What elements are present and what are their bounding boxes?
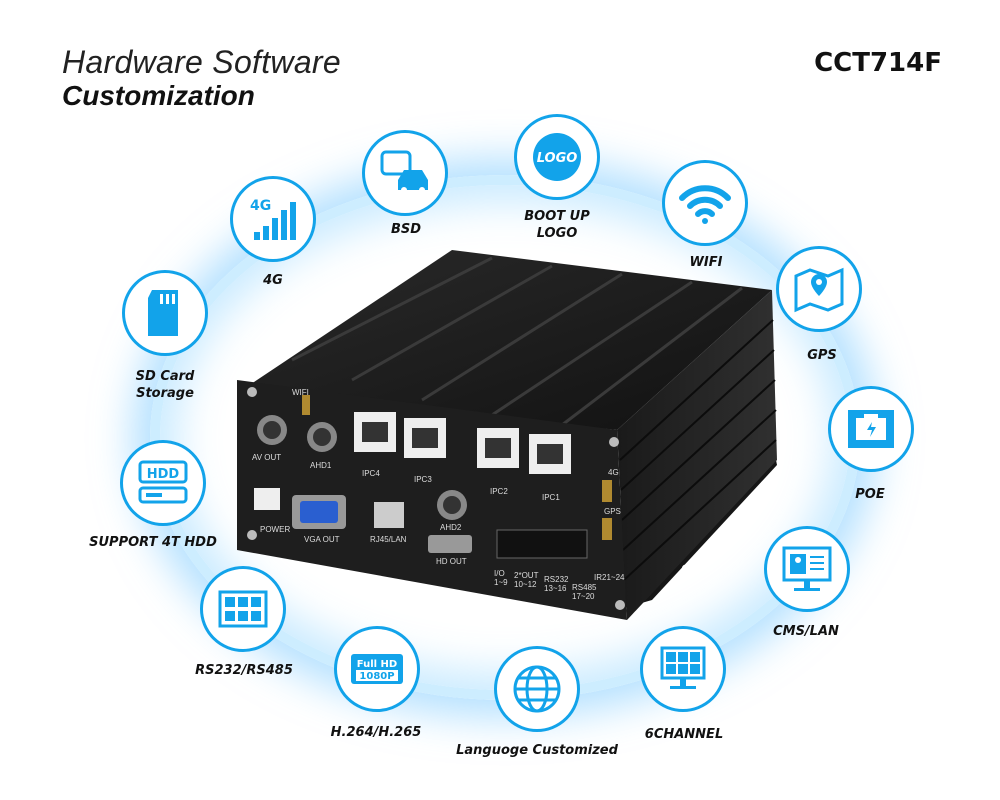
- feature-cms-circle: [764, 526, 850, 612]
- feature-rs232-label: RS232/RS485: [195, 663, 293, 678]
- feature-6channel-circle: [640, 626, 726, 712]
- label-vga-out: VGA OUT: [304, 535, 340, 544]
- feature-poe-label: POE: [855, 487, 885, 502]
- label-wifi: WIFI: [292, 388, 309, 397]
- feature-hdd-circle: HDD: [120, 440, 206, 526]
- label-power: POWER: [260, 525, 290, 534]
- title-line-2: Customization: [62, 80, 255, 111]
- sd-card-icon: [148, 290, 178, 336]
- feature-gps-label: GPS: [807, 348, 837, 363]
- map-pin-icon: [794, 267, 844, 313]
- fullhd-bottom-text: 1080P: [359, 671, 394, 682]
- feature-h264-circle: Full HD 1080P: [334, 626, 420, 712]
- feature-bsd-circle: [362, 130, 448, 216]
- feature-sd-label-text: SD Card Storage: [135, 369, 195, 401]
- title-line-1: Hardware Software: [62, 44, 341, 80]
- grid-monitor-icon: [660, 646, 706, 689]
- feature-wifi-circle: [662, 160, 748, 246]
- feature-4g-label: 4G: [263, 273, 283, 288]
- feature-sd-label: SD Card Storage: [136, 368, 195, 402]
- feature-cms-label: CMS/LAN: [773, 624, 839, 639]
- fullhd-badge-icon: Full HD 1080P: [351, 654, 403, 684]
- feature-hdd-label: SUPPORT 4T HDD: [89, 535, 217, 550]
- feature-4g-circle: 4G: [230, 176, 316, 262]
- feature-logo-circle: LOGO: [514, 114, 600, 200]
- ethernet-port-icon: [848, 410, 894, 448]
- label-ir: IR21~24: [594, 573, 625, 582]
- logo-badge-icon: LOGO: [533, 133, 581, 181]
- feature-sd-circle: [122, 270, 208, 356]
- feature-language-label: Languoge Customized: [456, 743, 618, 758]
- connector-ports-icon: [218, 590, 268, 628]
- feature-6channel-label: 6CHANNEL: [644, 727, 724, 742]
- label-rj45: RJ45/LAN: [370, 535, 407, 544]
- label-4g: 4G: [608, 468, 619, 477]
- feature-wifi-label: WIFI: [689, 255, 723, 270]
- mdvr-device-image: WIFI AV OUT AHD1 IPC4 IPC3 IPC2 IPC1 4G …: [237, 250, 777, 620]
- feature-bsd-label: BSD: [390, 222, 422, 237]
- svg-text:4G: 4G: [250, 198, 271, 214]
- feature-logo-label-text: BOOT UP LOGO: [524, 209, 590, 241]
- model-number: CCT714F: [814, 48, 942, 78]
- signal-4g-icon: 4G: [250, 198, 296, 240]
- fullhd-top-text: Full HD: [357, 659, 397, 670]
- feature-rs232-circle: [200, 566, 286, 652]
- label-ahd1: AHD1: [310, 461, 332, 470]
- globe-icon: [513, 665, 561, 713]
- feature-gps-circle: [776, 246, 862, 332]
- label-gps: GPS: [604, 507, 621, 516]
- feature-language-circle: [494, 646, 580, 732]
- label-hd-out: HD OUT: [436, 557, 467, 566]
- wifi-icon: [679, 185, 731, 224]
- label-ipc1: IPC1: [542, 493, 560, 502]
- label-ipc3: IPC3: [414, 475, 432, 484]
- blind-spot-cars-icon: [380, 150, 428, 193]
- monitor-user-icon: [782, 546, 832, 591]
- feature-poe-circle: [828, 386, 914, 472]
- hdd-icon: HDD: [138, 460, 188, 504]
- feature-h264-label: H.264/H.265: [330, 725, 422, 740]
- label-ahd2: AHD2: [440, 523, 462, 532]
- label-av-out: AV OUT: [252, 453, 281, 462]
- label-ipc2: IPC2: [490, 487, 508, 496]
- hdd-badge-text: HDD: [147, 467, 180, 482]
- logo-badge-text: LOGO: [537, 151, 578, 166]
- feature-logo-label: BOOT UP LOGO: [524, 208, 590, 242]
- label-ipc4: IPC4: [362, 469, 380, 478]
